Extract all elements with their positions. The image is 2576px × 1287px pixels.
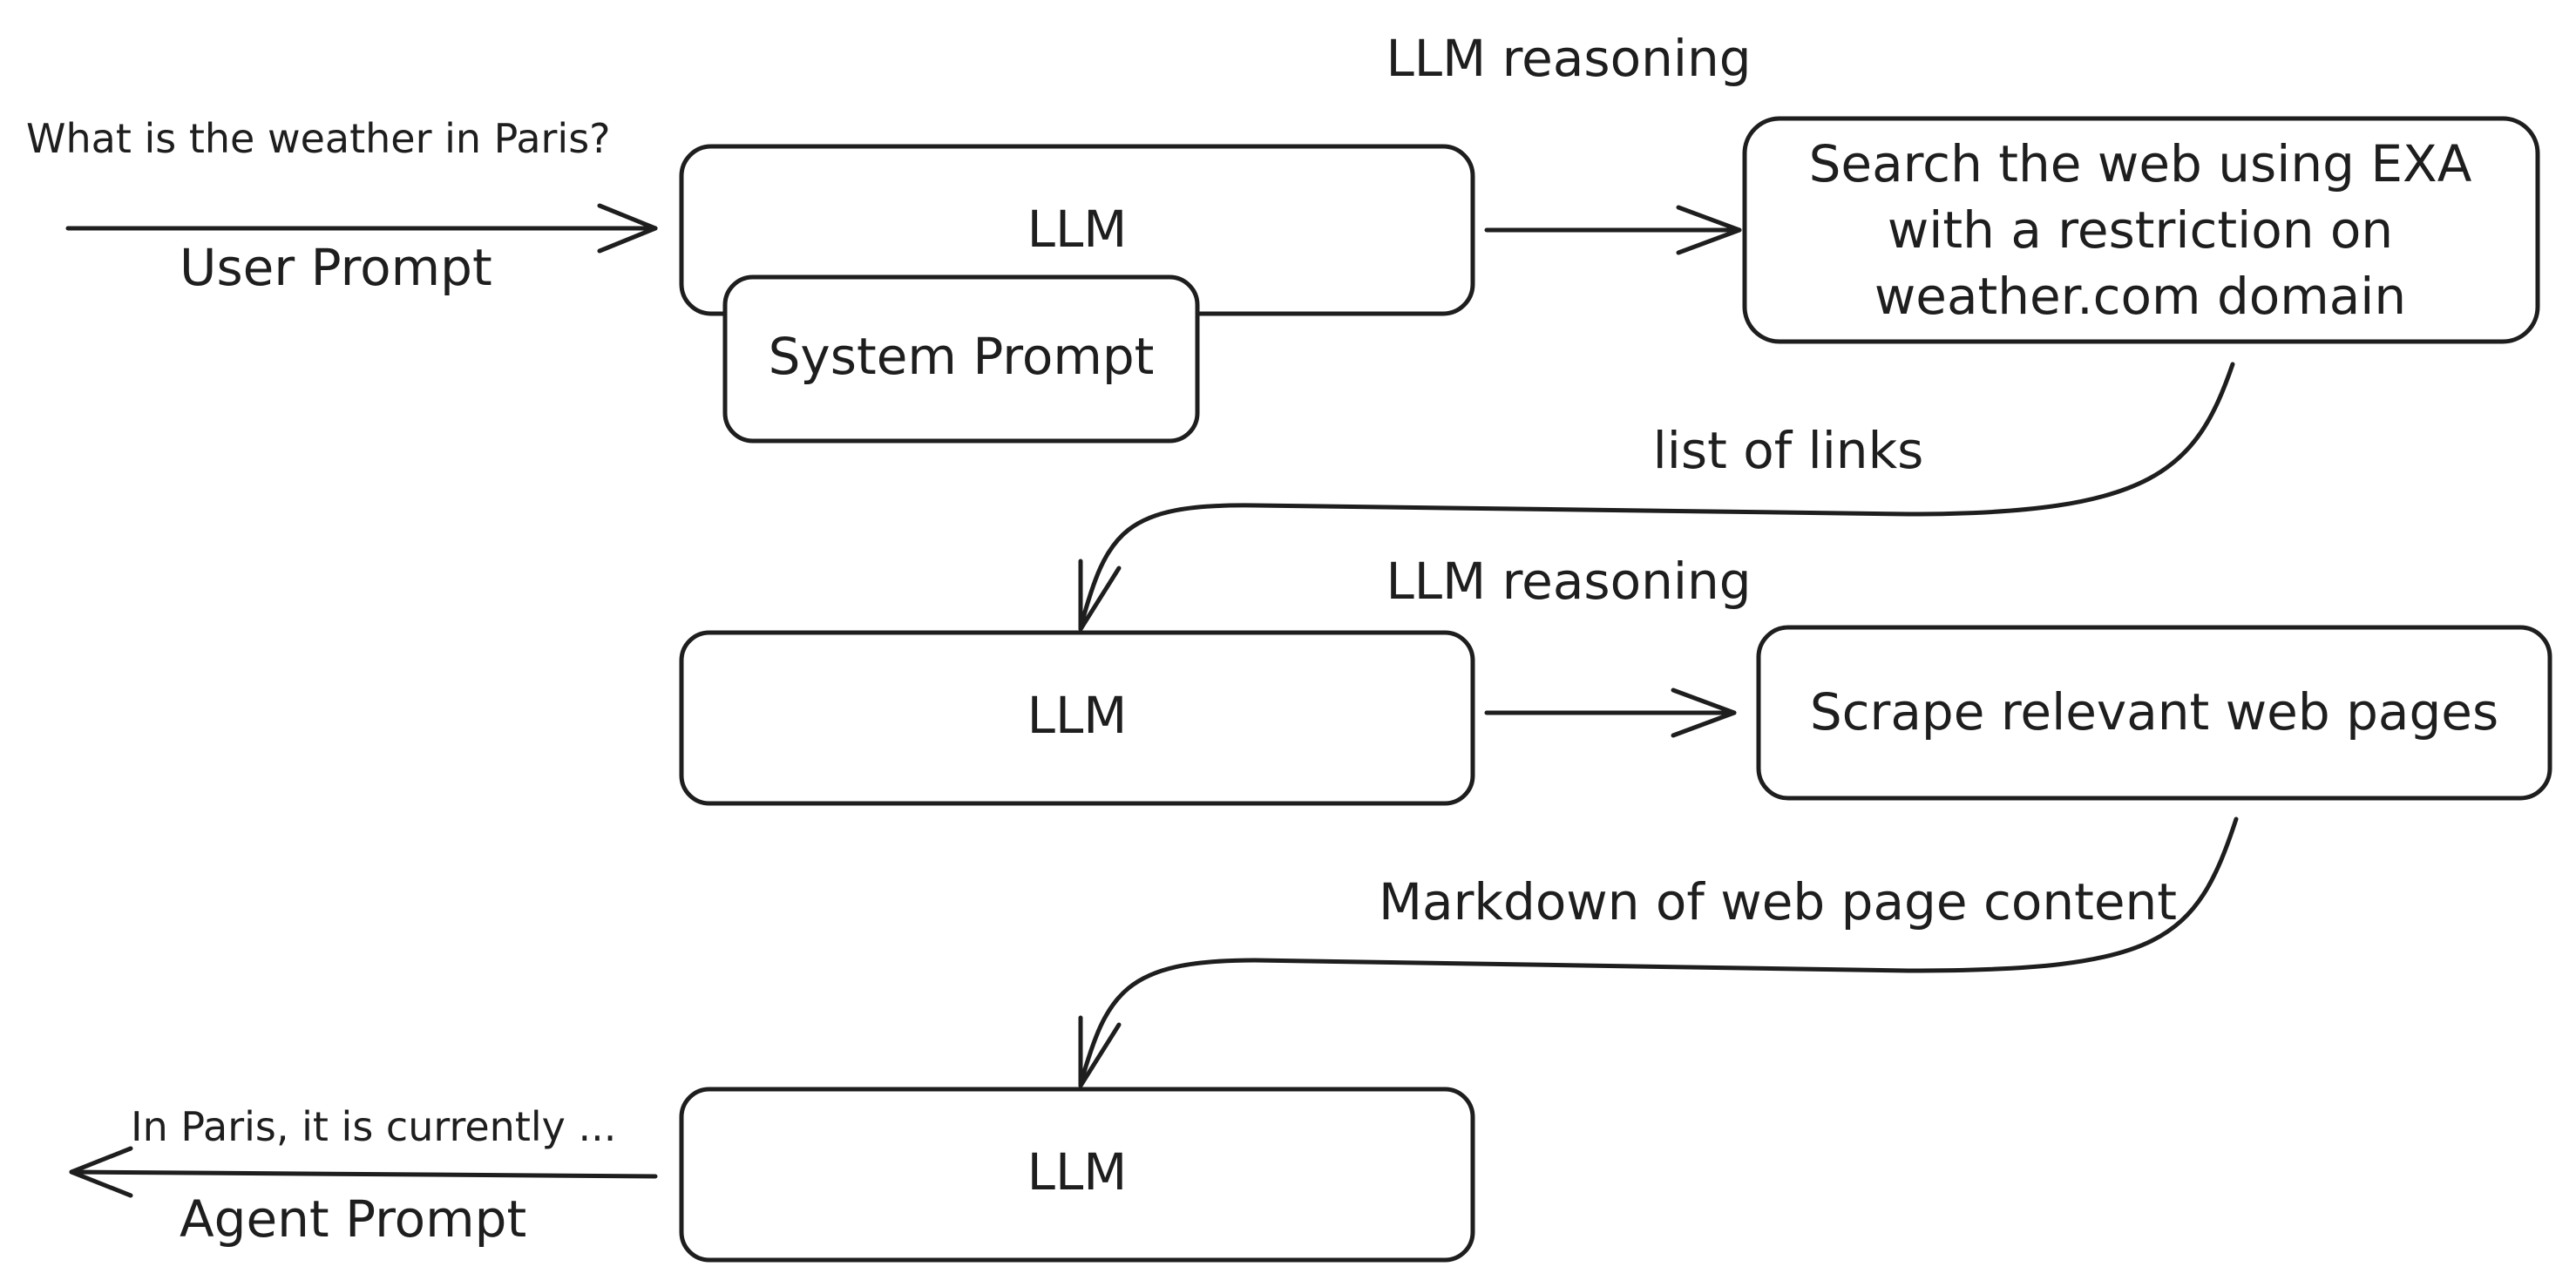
- search-to-llm2-arrowhead: [1078, 559, 1122, 632]
- llm-reasoning-label-1: LLM reasoning: [1386, 29, 1752, 88]
- llm-reasoning-label-2: LLM reasoning: [1386, 552, 1752, 611]
- agent-prompt-label: Agent Prompt: [180, 1189, 527, 1249]
- user-prompt-arrowhead: [597, 203, 658, 254]
- llm-2-label: LLM: [1027, 686, 1128, 745]
- search-tool-line-1: Search the web using EXA: [1808, 134, 2472, 193]
- list-of-links-label: list of links: [1652, 421, 1924, 480]
- scrape-tool-box: [1756, 625, 2552, 801]
- scrape-tool-label: Scrape relevant web pages: [1809, 682, 2499, 742]
- search-tool-text: Search the web using EXA with a restrict…: [1757, 131, 2524, 329]
- system-prompt-label: System Prompt: [768, 327, 1155, 386]
- llm2-to-scrape-arrowhead: [1671, 688, 1737, 738]
- system-prompt-box: [722, 274, 1200, 444]
- llm1-to-search-arrowhead: [1676, 205, 1742, 255]
- llm-box-2: [679, 630, 1475, 806]
- llm-1-label: LLM: [1027, 200, 1128, 259]
- user-prompt-label: User Prompt: [180, 238, 492, 297]
- scrape-to-llm3-arrowhead: [1078, 1015, 1122, 1088]
- scrape-to-llm3-arrow: [1078, 816, 2239, 1087]
- search-to-llm2-arrow: [1078, 362, 2235, 630]
- agent-prompt-arrowhead: [69, 1146, 133, 1198]
- markdown-content-label: Markdown of web page content: [1378, 872, 2178, 931]
- search-tool-line-2: with a restriction on: [1887, 200, 2394, 260]
- agent-answer-label: In Paris, it is currently ...: [131, 1103, 617, 1150]
- agent-prompt-arrow: [69, 1169, 658, 1179]
- search-tool-box: [1742, 116, 2540, 344]
- search-tool-line-3: weather.com domain: [1874, 267, 2407, 326]
- user-question-label: What is the weather in Paris?: [26, 115, 611, 162]
- llm-box-3: [679, 1087, 1475, 1263]
- llm-3-label: LLM: [1027, 1142, 1128, 1202]
